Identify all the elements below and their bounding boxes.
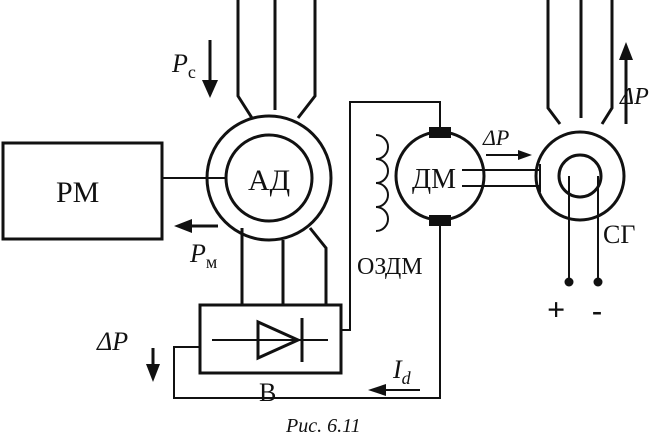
ozdm-winding [375,134,389,232]
delta-p-sg-label: ΔP [619,84,649,110]
dm-brush-top [429,127,451,138]
ad-supply-lines [236,0,317,119]
figure-caption: Рис. 6.11 [285,415,361,436]
sg-excitation-leads [564,176,603,287]
delta-p-sg-arrow [619,42,633,124]
sg-stator [534,130,626,222]
sg-rotor [557,153,603,199]
delta-p-left-arrow [146,348,160,382]
plus-terminal-label: + [547,291,565,327]
rectifier-label: В [259,378,276,407]
pm-arrow [174,219,218,233]
minus-terminal-label: - [592,294,602,327]
pc-arrow [202,40,218,98]
delta-p-dm-arrow [486,150,532,160]
diode-symbol [212,318,328,362]
ozdm-label: ОЗДМ [357,254,423,280]
dm-brush-bottom [429,215,451,226]
delta-p-dm-label: ΔP [482,125,509,150]
id-label: Id [392,355,412,388]
delta-p-left-label: ΔP [96,327,128,356]
rotor-leads [240,227,328,305]
rectifier-box [198,303,343,375]
dm-label: ДМ [412,164,456,195]
rm-box [1,141,164,241]
sg-label: СГ [603,220,635,249]
dc-circuit [173,101,441,399]
id-arrow [368,384,420,396]
pc-label: Pc [171,49,196,82]
dm-sg-shaft [462,164,541,192]
ad-label: АД [248,164,290,197]
pm-label: Pм [189,239,217,272]
sg-output-lines [546,0,614,125]
rm-label: РМ [56,176,99,209]
